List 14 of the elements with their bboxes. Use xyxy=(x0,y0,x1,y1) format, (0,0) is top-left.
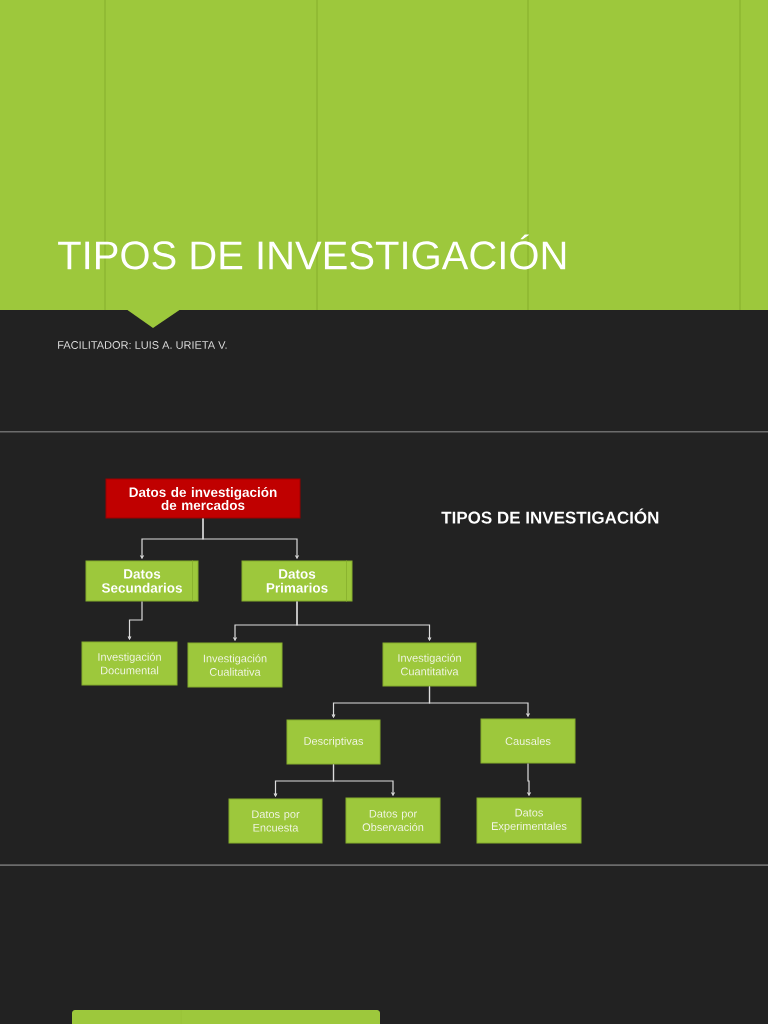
process-box: Datos de investigación de mercados xyxy=(105,478,301,519)
process-box: Investigación Documental xyxy=(81,641,178,686)
slide-heading: TIPOS DE INVESTIGACIÓN xyxy=(441,508,659,524)
process-box: Datos por Encuesta xyxy=(228,798,323,844)
process-box: Investigación Cualitativa xyxy=(187,642,283,688)
process-box: Datos por Observación xyxy=(345,797,441,844)
process-box: Datos Experimentales xyxy=(476,797,582,844)
process-box: Datos Primarios xyxy=(241,560,353,602)
process-box: Investigación Cuantitativa xyxy=(382,642,477,687)
slide-title: TIPOS DE INVESTIGACIÓN xyxy=(58,234,566,270)
process-box: Causales xyxy=(480,718,576,764)
subtitle: FACILITADOR: LUIS A. URIETA V. xyxy=(58,341,227,349)
process-box: Datos Secundarios xyxy=(85,560,199,602)
process-box: Descriptivas xyxy=(286,719,381,765)
